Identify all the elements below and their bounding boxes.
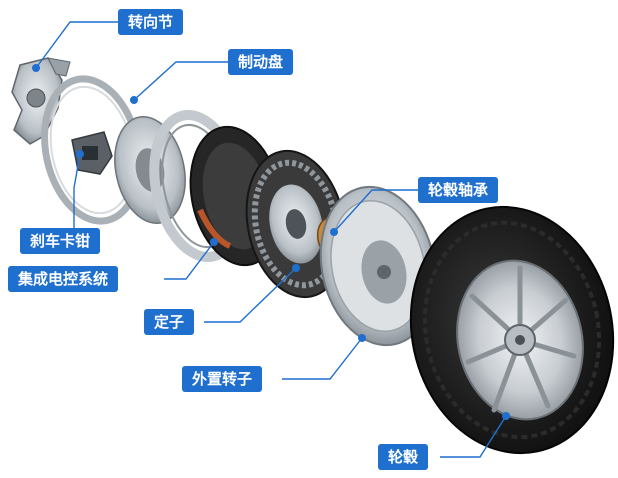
leader-steering — [35, 21, 118, 69]
leader-caliper — [73, 153, 81, 232]
label-integrated-control: 集成电控系统 — [8, 266, 119, 292]
leader-disc — [133, 61, 228, 101]
leader-bearing — [333, 189, 418, 233]
label-brake-disc: 制动盘 — [228, 49, 294, 75]
label-outer-rotor: 外置转子 — [182, 366, 263, 392]
leader-control — [164, 241, 215, 280]
leader-stator — [204, 267, 297, 323]
label-hub-bearing: 轮毂轴承 — [418, 177, 499, 203]
label-stator: 定子 — [144, 309, 195, 335]
leader-hub — [440, 415, 507, 458]
leader-dots — [32, 64, 510, 420]
brake-caliper-part — [71, 131, 113, 175]
label-steering-knuckle: 转向节 — [118, 9, 184, 35]
steering-knuckle-part — [11, 57, 71, 145]
label-brake-caliper: 刹车卡钳 — [20, 228, 101, 254]
leader-lines — [35, 21, 507, 458]
outer-rotor-part — [319, 185, 437, 347]
tire-wheel-part — [409, 205, 615, 455]
label-wheel-hub: 轮毂 — [378, 444, 429, 470]
leader-rotor — [282, 337, 363, 380]
